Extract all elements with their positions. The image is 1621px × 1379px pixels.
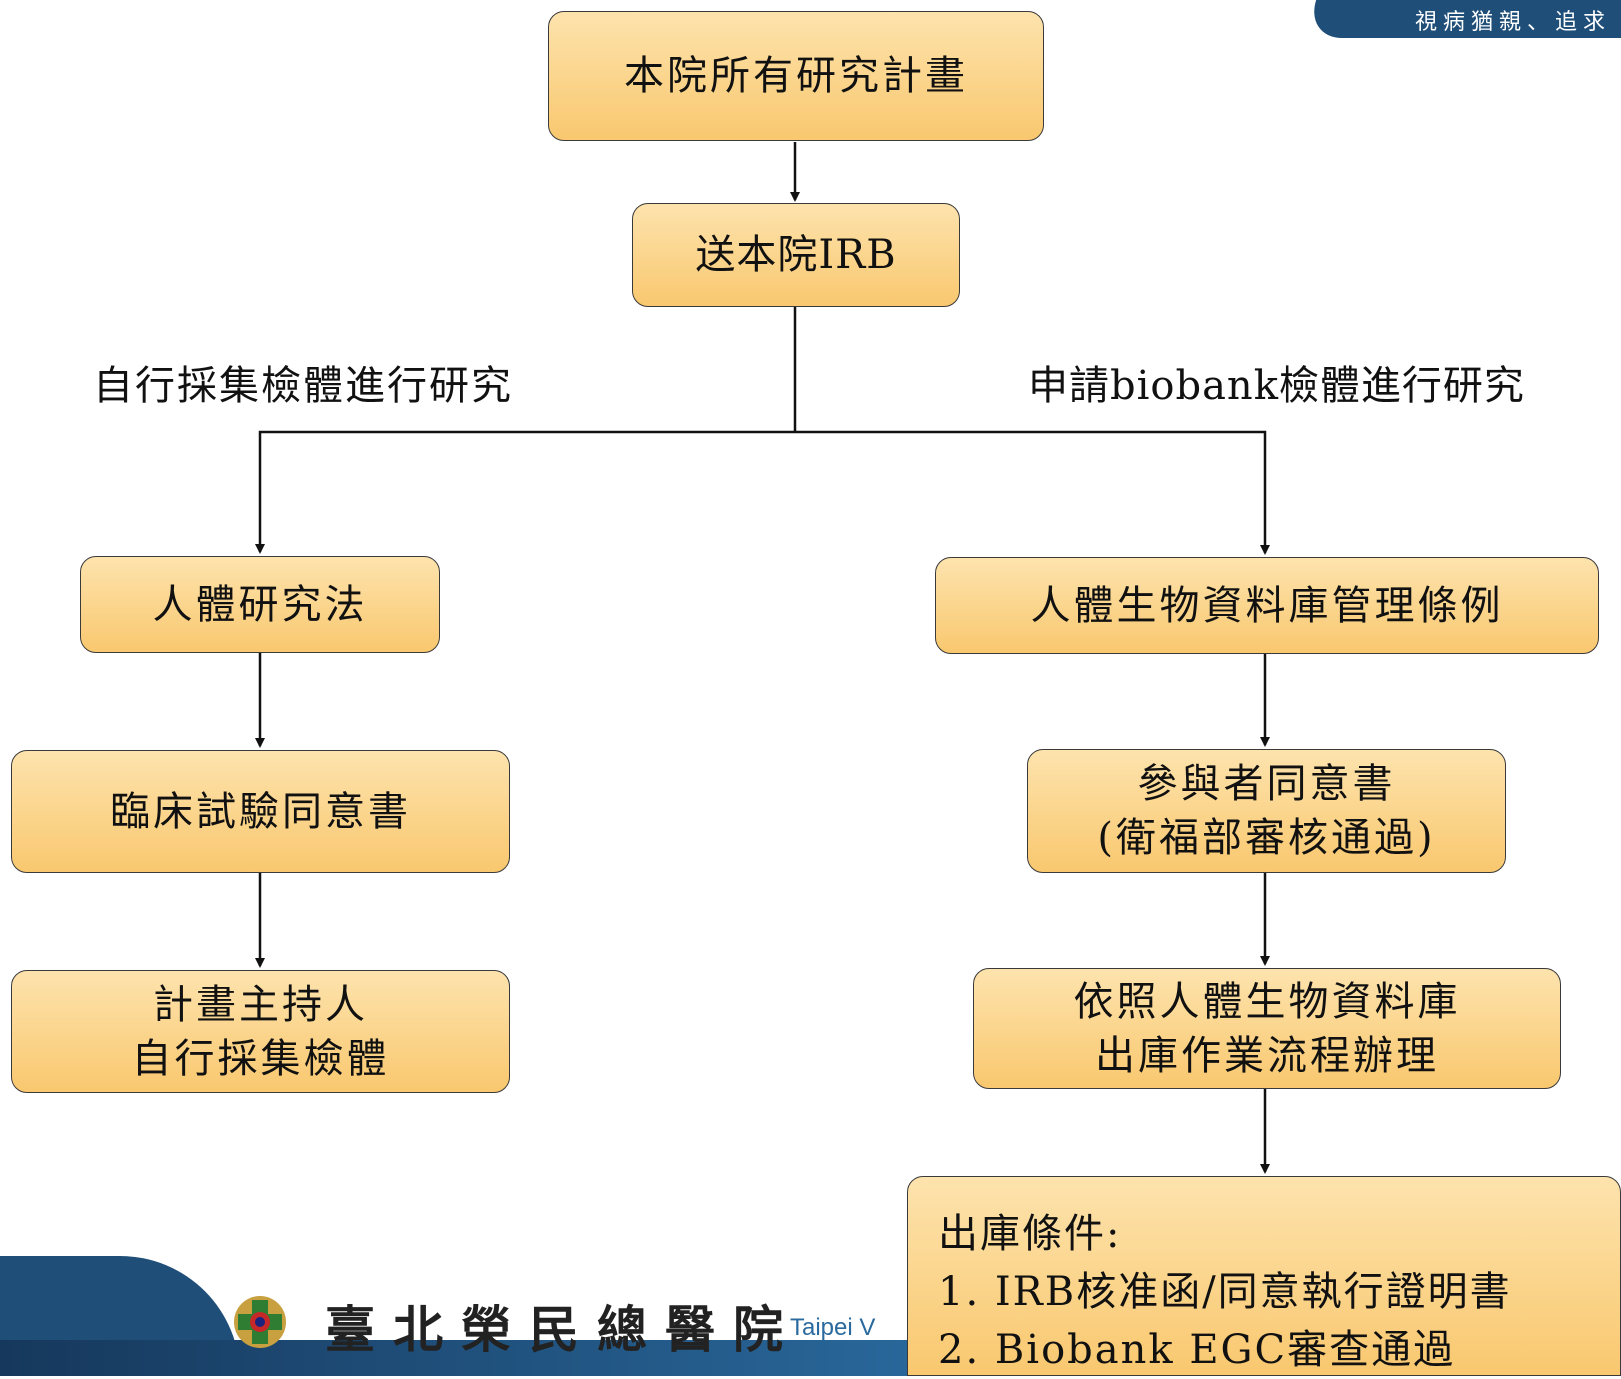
hospital-english-name: Taipei V xyxy=(790,1314,876,1341)
branch-label-right: 申請biobank檢體進行研究 xyxy=(1028,363,1525,409)
branch-label-left: 自行採集檢體進行研究 xyxy=(93,363,513,409)
hospital-name: 臺北榮民總醫院 xyxy=(325,1300,801,1359)
hospital-logo-icon xyxy=(234,1296,286,1348)
node-all-projects: 本院所有研究計畫 xyxy=(548,11,1044,141)
node-pi-collect: 計畫主持人 自行採集檢體 xyxy=(11,970,510,1093)
header-banner-text: 視病猶親、追求 xyxy=(1414,10,1611,35)
node-send-irb: 送本院IRB xyxy=(632,203,960,307)
node-human-research-act: 人體研究法 xyxy=(80,556,440,653)
node-release-conditions: 出庫條件: 1. IRB核准函/同意執行證明書 2. Biobank EGC審查… xyxy=(907,1176,1621,1376)
arrow-to-right-branch xyxy=(795,430,1270,555)
node-participant-consent: 參與者同意書 (衛福部審核通過) xyxy=(1027,749,1506,873)
node-biobank-process: 依照人體生物資料庫 出庫作業流程辦理 xyxy=(973,968,1561,1089)
arrow-to-left-branch xyxy=(255,430,795,554)
node-clinical-consent: 臨床試驗同意書 xyxy=(11,750,510,873)
node-biobank-act: 人體生物資料庫管理條例 xyxy=(935,557,1599,654)
